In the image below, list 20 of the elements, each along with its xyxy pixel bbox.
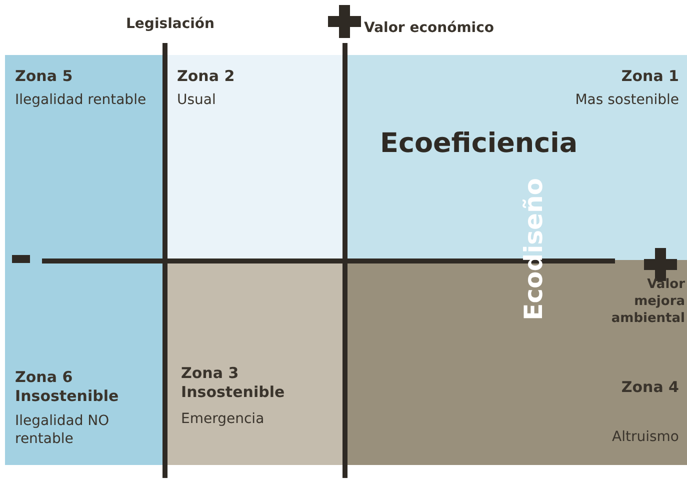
zone-description: Ilegalidad rentable — [15, 91, 146, 109]
zone-heading: Zona 2 — [177, 67, 235, 86]
axis-label: Valor mejora ambiental — [610, 276, 685, 327]
zone-heading: Zona 6 Insostenible — [15, 368, 120, 406]
region-label: Ecodiseño — [519, 178, 548, 320]
zone-heading: Zona 5 — [15, 67, 73, 86]
zone-description: Ilegalidad NO rentable — [15, 412, 110, 448]
axis-label: Legislación — [126, 16, 214, 32]
zone-description: Mas sostenible — [575, 91, 679, 109]
axis-label: Valor económico — [364, 20, 494, 36]
quadrant-zone — [5, 260, 165, 465]
quadrant-zone — [165, 55, 345, 260]
zone-heading: Zona 3 Insostenible — [181, 364, 286, 402]
region-label: Ecoeficiencia — [380, 128, 578, 159]
quadrant-zone — [5, 55, 165, 260]
zone-description: Altruismo — [612, 428, 679, 446]
zone-heading: Zona 1 — [621, 67, 679, 86]
zone-heading: Zona 4 — [621, 378, 679, 397]
zone-description: Usual — [177, 91, 216, 109]
zone-description: Emergencia — [181, 410, 264, 428]
